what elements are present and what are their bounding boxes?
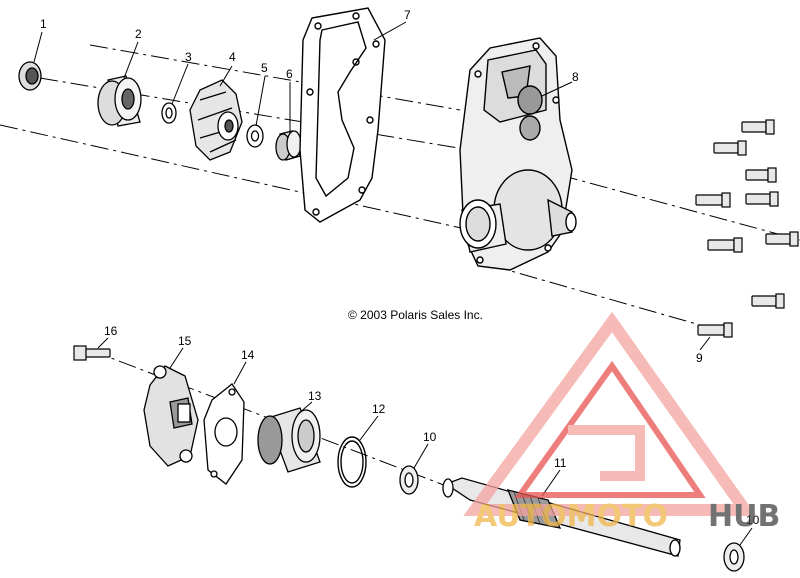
part-12-o-ring xyxy=(337,436,367,488)
part-8-pump-housing xyxy=(459,37,577,271)
part-16-bolt xyxy=(73,345,111,361)
copyright-notice: © 2003 Polaris Sales Inc. xyxy=(348,308,483,322)
callout-16: 16 xyxy=(104,324,118,338)
part-11-shaft xyxy=(442,477,681,557)
part-13-bushing xyxy=(257,407,321,473)
callout-11: 11 xyxy=(554,456,567,470)
watermark-brand-part2: HUB xyxy=(708,499,780,534)
part-14-gasket xyxy=(203,383,245,485)
callout-4: 4 xyxy=(229,50,236,64)
callout-14: 14 xyxy=(241,348,255,362)
callout-13: 13 xyxy=(308,389,322,403)
part-10-washer-lower xyxy=(723,542,745,572)
part-7-gasket xyxy=(299,7,386,223)
callout-6: 6 xyxy=(286,67,293,81)
part-3-washer xyxy=(161,102,177,124)
callout-5: 5 xyxy=(261,61,268,75)
part-2-bearing xyxy=(97,75,142,127)
part-6-bushing xyxy=(275,130,302,161)
callout-8: 8 xyxy=(572,70,579,84)
part-9-bolts xyxy=(695,119,799,338)
watermark-logo: AUTOMOTO HUB xyxy=(463,311,780,534)
callout-15: 15 xyxy=(178,334,192,348)
callout-9: 9 xyxy=(696,351,703,365)
callout-10-upper: 10 xyxy=(423,430,437,444)
watermark-brand-part1: AUTOMOTO xyxy=(474,499,668,534)
callout-10-lower: 10 xyxy=(746,513,760,527)
callout-2: 2 xyxy=(135,27,142,41)
callout-1: 1 xyxy=(40,17,47,31)
callout-12: 12 xyxy=(372,402,386,416)
part-4-impeller xyxy=(189,79,243,161)
leader-lines xyxy=(33,21,753,546)
callout-labels: 1 2 3 4 5 6 7 8 9 16 15 14 13 12 10 11 1… xyxy=(40,8,760,527)
part-15-cover xyxy=(143,365,199,467)
part-5-washer xyxy=(246,124,264,148)
callout-3: 3 xyxy=(185,50,192,64)
part-10-washer-upper xyxy=(399,465,419,495)
callout-7: 7 xyxy=(404,8,411,22)
part-1-seal xyxy=(18,61,42,91)
